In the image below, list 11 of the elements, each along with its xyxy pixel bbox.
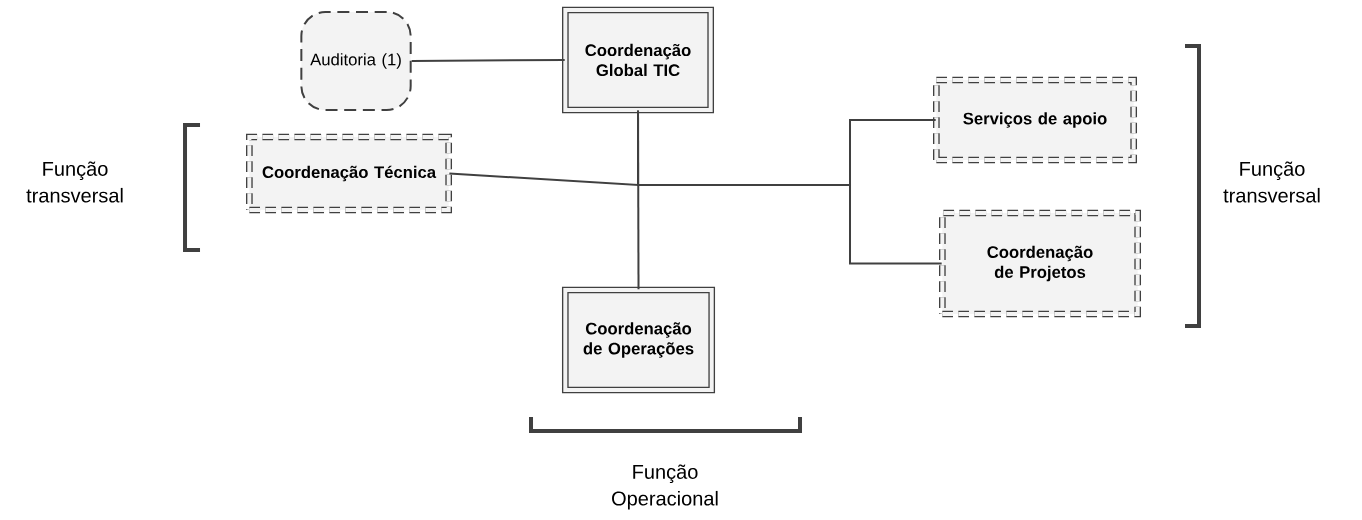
double-box: Coordenação de Operações [561, 286, 716, 394]
rounded-box: Auditoria (1) [300, 11, 412, 111]
connector-line [410, 59, 566, 62]
function-label: Função transversal [1223, 161, 1320, 203]
dashed-box: Coordenação de Projetos [939, 209, 1141, 318]
connector-line [637, 109, 943, 265]
double-box: Coordenação Global TIC [562, 6, 714, 114]
dashed-box: Coordenação Técnica [246, 133, 452, 214]
dashed-box: Serviços de apoio [933, 76, 1137, 164]
function-label: Função transversal [26, 161, 123, 203]
function-label: Função Operacional [612, 464, 718, 510]
